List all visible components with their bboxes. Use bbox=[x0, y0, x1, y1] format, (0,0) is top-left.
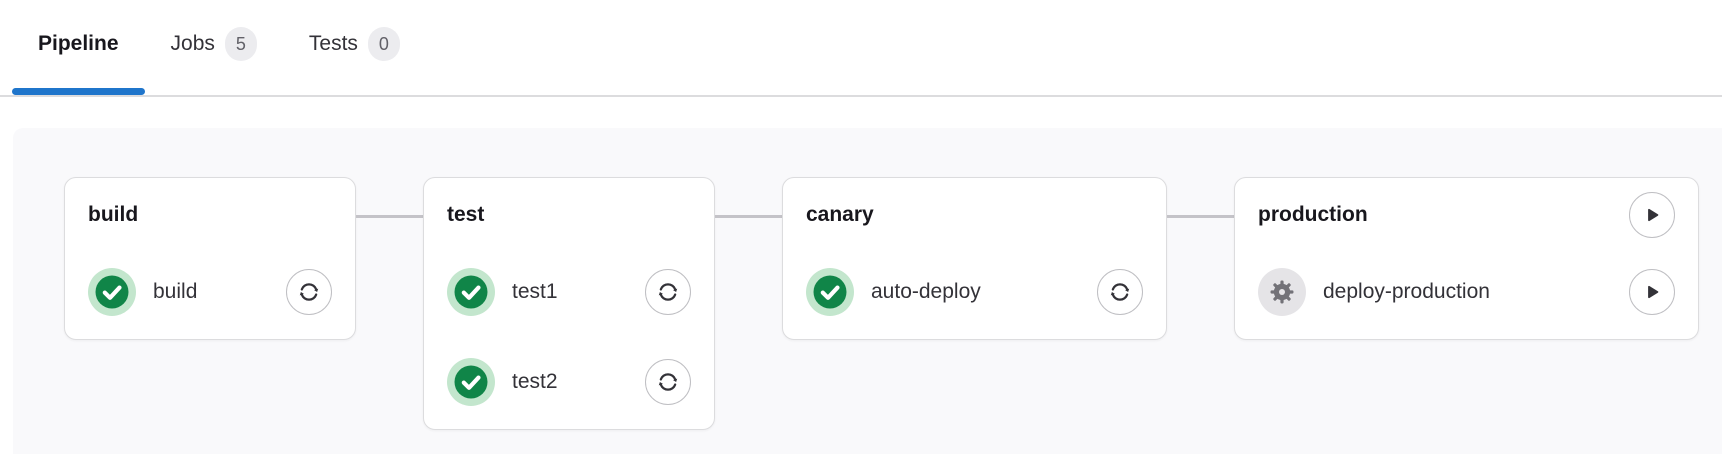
retry-icon bbox=[658, 373, 678, 391]
pipeline-graph: build build bbox=[13, 128, 1722, 454]
tab-jobs-label: Jobs bbox=[170, 31, 215, 55]
stage-build: build build bbox=[64, 177, 356, 340]
active-tab-indicator bbox=[12, 88, 145, 95]
stage-connector bbox=[356, 215, 423, 218]
stage-title: production bbox=[1258, 203, 1368, 226]
status-success-icon bbox=[447, 268, 495, 316]
tab-pipeline-label: Pipeline bbox=[38, 31, 119, 55]
retry-job-button[interactable] bbox=[645, 269, 691, 315]
job-name-link[interactable]: test2 bbox=[512, 370, 558, 393]
retry-icon bbox=[1110, 283, 1130, 301]
retry-icon bbox=[658, 283, 678, 301]
play-icon bbox=[1648, 285, 1659, 299]
stage-test-header: test bbox=[447, 192, 691, 238]
tab-pipeline[interactable]: Pipeline bbox=[12, 0, 145, 95]
retry-job-button[interactable] bbox=[1097, 269, 1143, 315]
tab-tests[interactable]: Tests 0 bbox=[283, 0, 426, 95]
stage-build-jobs: build bbox=[88, 268, 332, 316]
stage-test: test test1 bbox=[423, 177, 715, 430]
stage-title: canary bbox=[806, 203, 874, 226]
status-success-icon bbox=[88, 268, 136, 316]
job-name-link[interactable]: auto-deploy bbox=[871, 280, 981, 303]
status-manual-icon bbox=[1258, 268, 1306, 316]
status-success-icon bbox=[447, 358, 495, 406]
stage-columns: build build bbox=[64, 177, 1722, 430]
stage-title: build bbox=[88, 203, 139, 226]
job-test1[interactable]: test1 bbox=[447, 268, 691, 316]
stage-build-header: build bbox=[88, 192, 332, 238]
pipeline-tab-bar: Pipeline Jobs 5 Tests 0 bbox=[0, 0, 1722, 97]
job-test2[interactable]: test2 bbox=[447, 358, 691, 406]
retry-job-button[interactable] bbox=[645, 359, 691, 405]
stage-title: test bbox=[447, 203, 485, 226]
status-success-icon bbox=[806, 268, 854, 316]
tab-jobs[interactable]: Jobs 5 bbox=[145, 0, 283, 95]
job-name-link[interactable]: build bbox=[153, 280, 198, 303]
jobs-count-badge: 5 bbox=[224, 26, 257, 61]
job-name-link[interactable]: deploy-production bbox=[1323, 280, 1490, 303]
job-build[interactable]: build bbox=[88, 268, 332, 316]
stage-production-header: production bbox=[1258, 192, 1675, 238]
play-stage-button[interactable] bbox=[1629, 192, 1675, 238]
stage-canary-header: canary bbox=[806, 192, 1143, 238]
job-auto-deploy[interactable]: auto-deploy bbox=[806, 268, 1143, 316]
retry-icon bbox=[299, 283, 319, 301]
tab-tests-label: Tests bbox=[308, 31, 358, 55]
stage-canary-jobs: auto-deploy bbox=[806, 268, 1143, 316]
tests-count-badge: 0 bbox=[367, 26, 400, 61]
stage-connector bbox=[1167, 215, 1234, 218]
stage-production: production bbox=[1234, 177, 1699, 340]
job-deploy-production[interactable]: deploy-production bbox=[1258, 268, 1675, 316]
stage-production-jobs: deploy-production bbox=[1258, 268, 1675, 316]
play-icon bbox=[1648, 208, 1659, 222]
play-job-button[interactable] bbox=[1629, 269, 1675, 315]
retry-job-button[interactable] bbox=[286, 269, 332, 315]
stage-test-jobs: test1 bbox=[447, 268, 691, 406]
stage-connector bbox=[715, 215, 782, 218]
job-name-link[interactable]: test1 bbox=[512, 280, 558, 303]
stage-canary: canary auto-deploy bbox=[782, 177, 1167, 340]
